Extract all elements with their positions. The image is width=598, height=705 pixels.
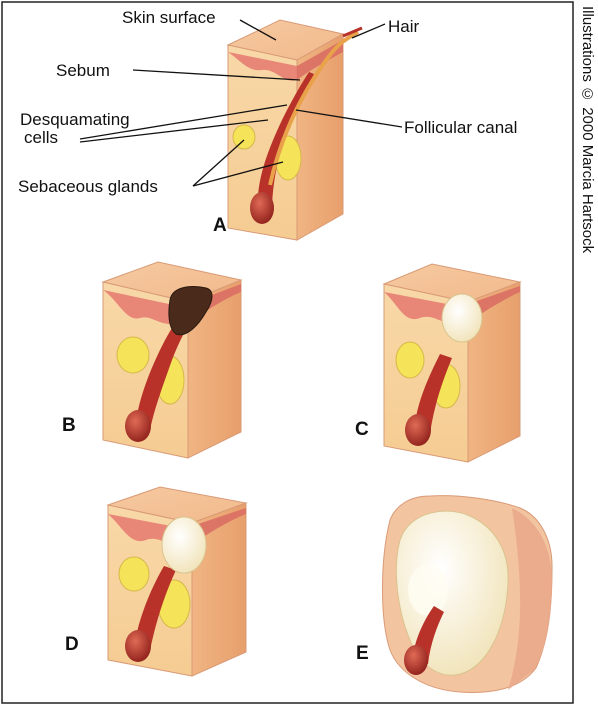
panel-a-block <box>228 20 362 240</box>
label-sebum: Sebum <box>56 62 110 80</box>
panel-letter-e: E <box>356 643 369 665</box>
panel-letter-b: B <box>62 415 76 437</box>
label-desquamating: Desquamating <box>20 111 130 129</box>
label-skin-surface: Skin surface <box>122 9 216 27</box>
label-follicular-canal: Follicular canal <box>404 119 517 137</box>
panel-d-block <box>108 487 246 676</box>
panel-letter-d: D <box>65 634 79 656</box>
panel-letter-c: C <box>355 419 369 441</box>
panel-b-block <box>103 262 241 458</box>
panel-c-block <box>384 264 520 462</box>
label-desquamating-cells: cells <box>24 129 58 147</box>
panel-letter-a: A <box>213 215 227 237</box>
panel-e-block <box>383 496 553 693</box>
panel-d-papule <box>162 517 206 573</box>
illustration-credit: Illustrations © 2000 Marcia Hartsock <box>579 6 596 253</box>
label-hair: Hair <box>388 18 419 36</box>
panel-c-whitehead <box>442 294 482 342</box>
label-sebaceous-glands: Sebaceous glands <box>18 178 158 196</box>
panel-a-bulb <box>250 192 274 224</box>
